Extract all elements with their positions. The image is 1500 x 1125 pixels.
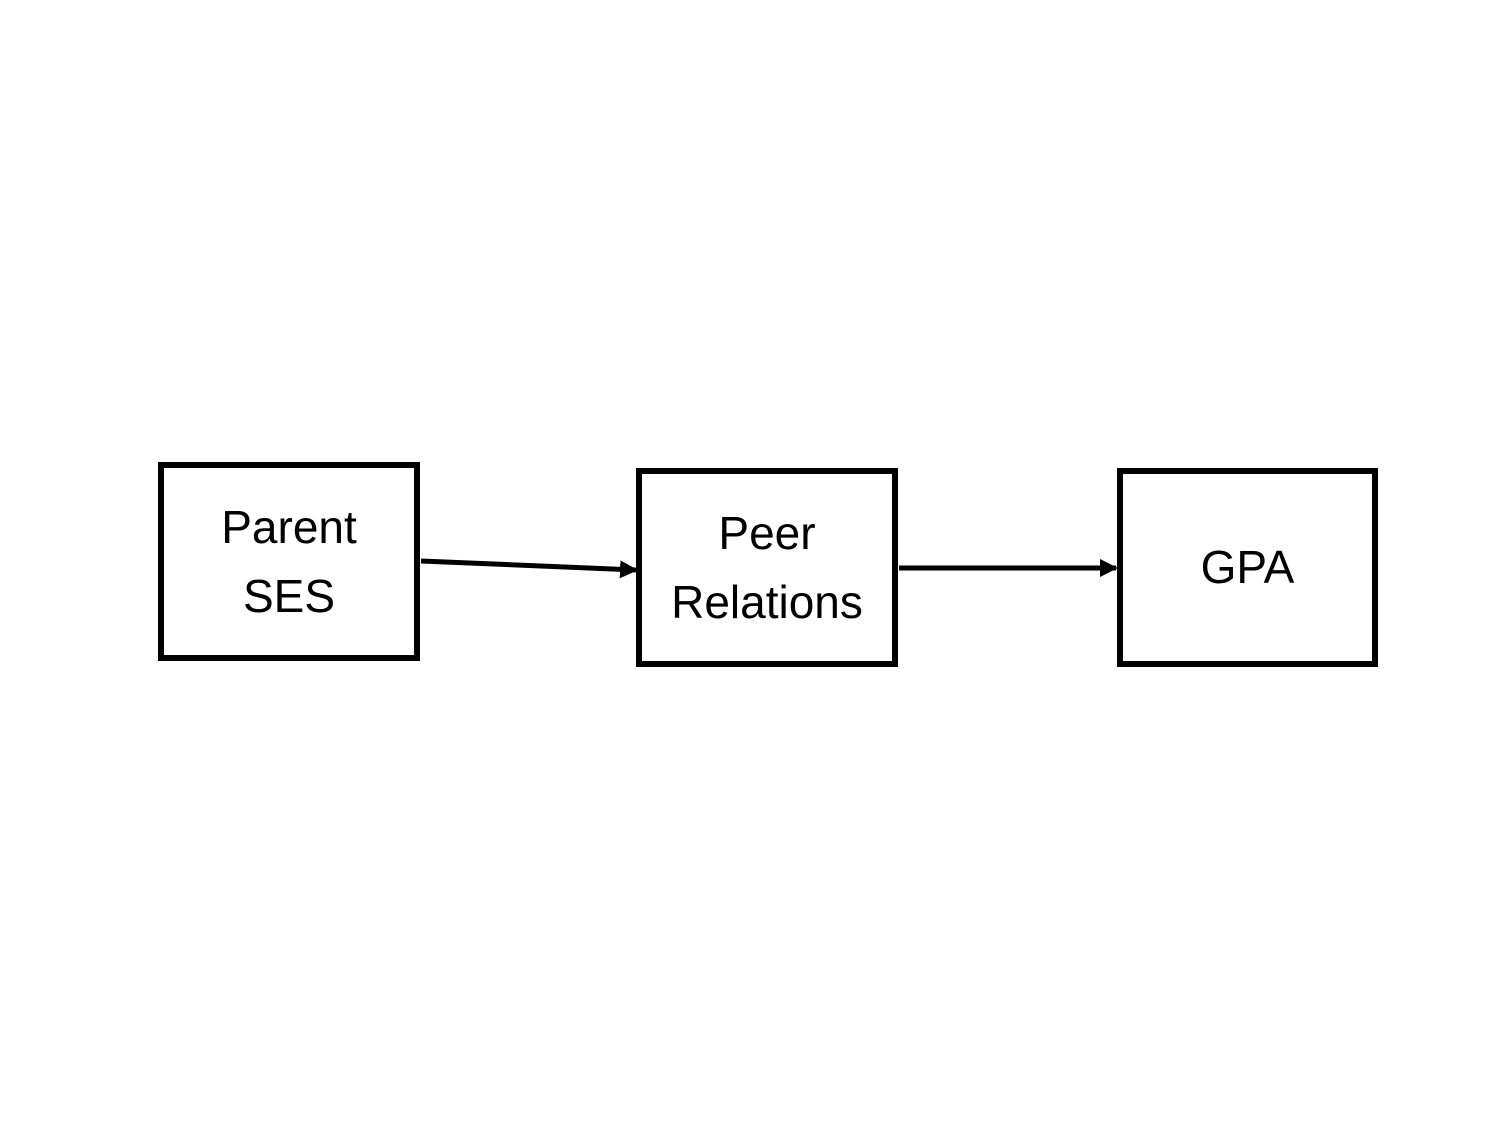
node-parent-ses-label: Parent SES [221,500,357,622]
node-peer-relations-label: Peer Relations [671,506,863,628]
node-gpa: GPA [1117,468,1378,667]
node-peer-relations: Peer Relations [636,468,898,667]
node-parent-ses: Parent SES [158,462,420,661]
node-gpa-label: GPA [1200,541,1295,593]
edge-parent-ses-to-peer-relations [420,558,638,579]
